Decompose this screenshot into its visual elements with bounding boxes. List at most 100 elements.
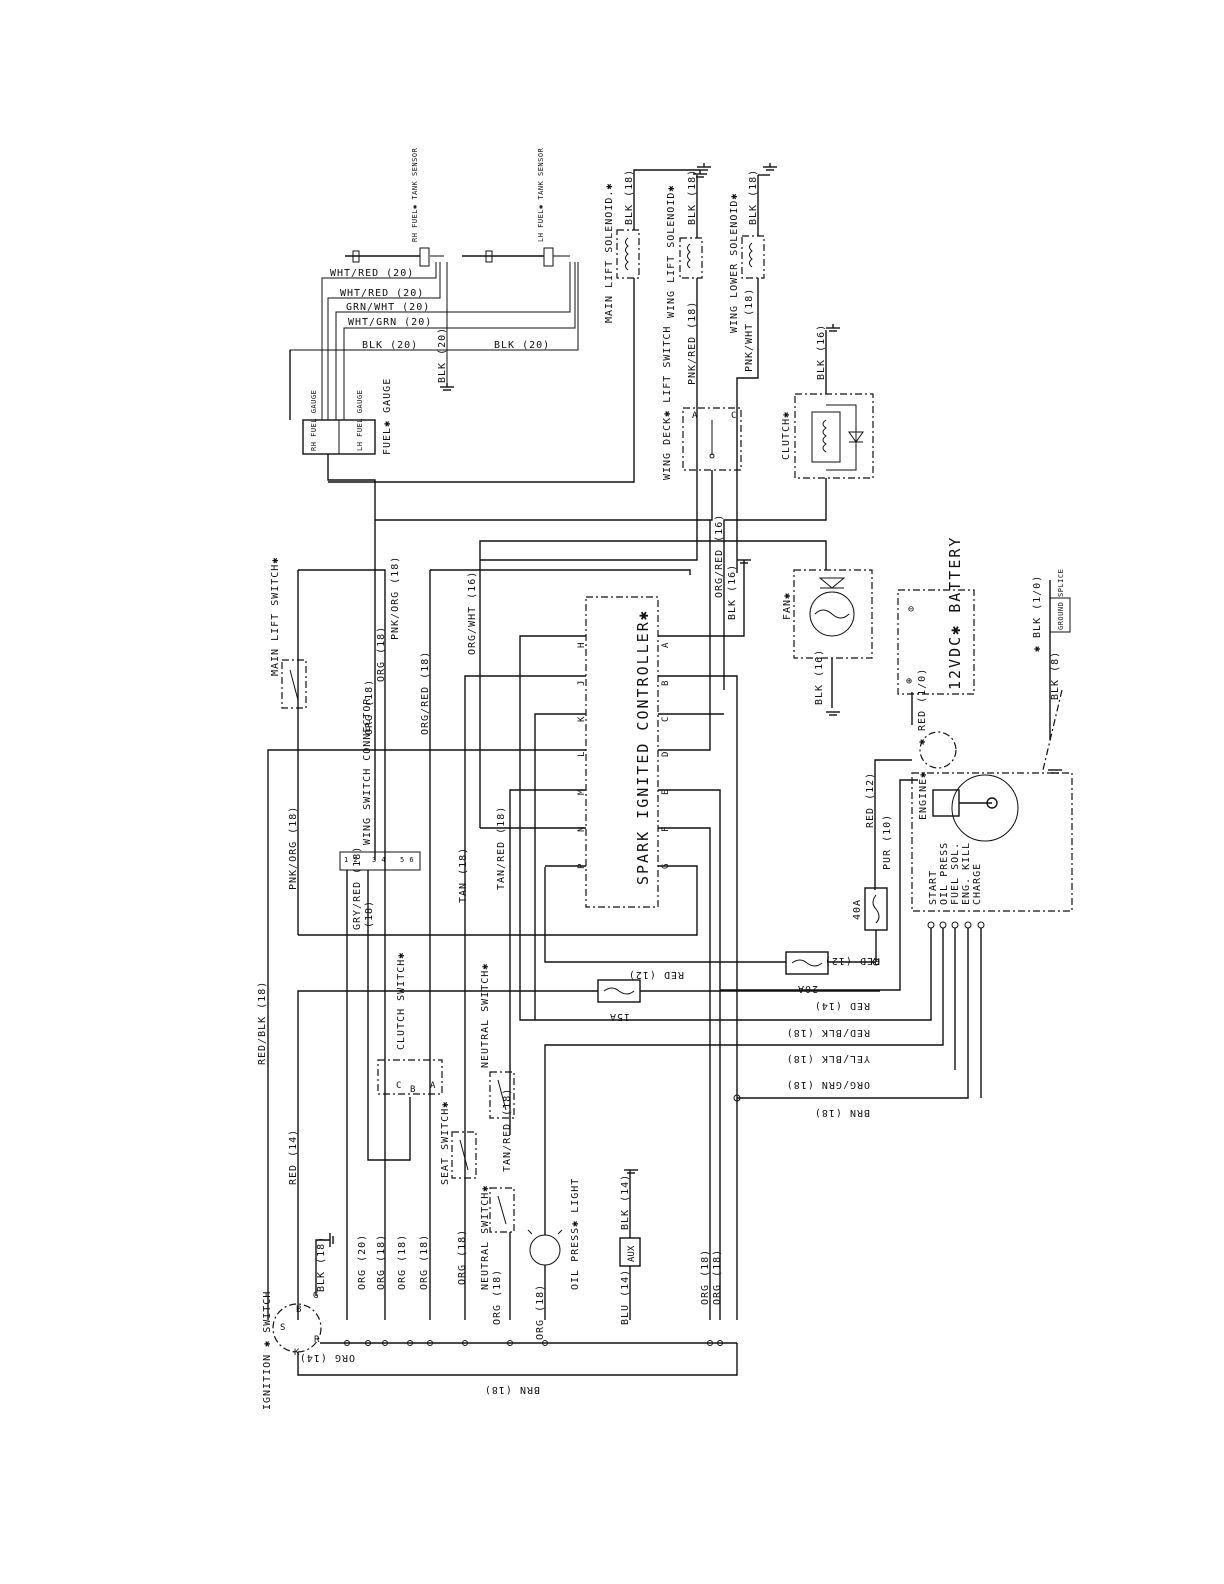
main-lift-solenoid-label: MAIN LIFT SOLENOID.✱ [604, 183, 615, 323]
pnk-wht-18-label: PNK/WHT (18) [744, 288, 755, 372]
neutral-switch-top-label: NEUTRAL SWITCH✱ [480, 963, 491, 1068]
org-20-label: ORG (20) [357, 1234, 368, 1290]
main-lift-solenoid [616, 229, 640, 279]
fan-label: FAN✱ [782, 592, 793, 620]
org-18-label-a: ORG (18) [364, 679, 375, 735]
yel-blk-18-label: YEL/BLK (18) [786, 1053, 870, 1064]
fan-section: FAN✱ BLK (16) ORG/RED (16) BLK (16) [479, 514, 873, 828]
main-lift-switch-label: MAIN LIFT SWITCH✱ [270, 557, 281, 676]
pin-f-ctrl: F [661, 827, 671, 832]
pin-c: C [731, 411, 736, 421]
pnk-red-18-label: PNK/RED (18) [687, 301, 698, 385]
red-blk-18-left: RED/BLK (18) [257, 981, 268, 1065]
rh-fuel-tank-sensor [419, 247, 430, 267]
tan-red-18-sw: TAN/RED (18) [502, 1088, 513, 1172]
main-lift-switch: MAIN LIFT SWITCH✱ [270, 557, 307, 709]
red-blk-18-bottom: RED/BLK (18) [786, 1027, 870, 1038]
org-18-ign-a: ORG (18) [376, 1234, 387, 1290]
red-12-fuse: RED (12) [824, 955, 880, 966]
lh-sensor-float [485, 250, 493, 263]
tan-18-label: TAN (18) [458, 847, 469, 903]
red-12-fuse2: RED (12) [628, 969, 684, 980]
spark-ignited-controller: SPARK IGNITED CONTROLLER✱ H J K L M N P … [267, 410, 745, 1320]
neutral-switch-bottom-label: NEUTRAL SWITCH✱ [480, 1185, 491, 1290]
blk-8-label: BLK (8) [1050, 651, 1061, 700]
seat-switch [451, 1131, 477, 1179]
wing-lower-solenoid [741, 235, 765, 279]
fuse-20a-label: 20A [797, 983, 818, 994]
left-wires: ORG/WHT (16) ORG (18) ORG (18) PNK/ORG (… [257, 556, 691, 1320]
lh-gauge-label: LH FUEL GAUGE [356, 390, 364, 451]
pin-j: J [577, 681, 587, 686]
lh-sensor-label: LH FUEL✱ TANK SENSOR [537, 147, 545, 242]
org-14-label: ORG (14) [299, 1352, 355, 1363]
wing-lift-solenoid [679, 237, 703, 279]
pin-k: K [577, 716, 587, 722]
seat-switch-label: SEAT SWITCH✱ [440, 1101, 451, 1185]
conn-pin-5: 5 6 [400, 856, 414, 864]
fuel-gauge-label: FUEL✱ GAUGE [382, 378, 393, 455]
solenoids: BLK (18) MAIN LIFT SOLENOID.✱ BLK (18) W… [328, 163, 777, 483]
pin-e-ctrl: E [661, 790, 671, 795]
blk-1-0-label: ✱ BLK (1/0) [1032, 575, 1043, 652]
blk-18-ign: BLK (18) [316, 1236, 327, 1292]
ign-term-k: K [294, 1348, 300, 1358]
org-18-oil: ORG (18) [535, 1284, 546, 1340]
pin-d-ctrl: D [661, 752, 671, 757]
wire-blk-20-b: BLK (20) [494, 340, 550, 351]
wing-deck-lift-switch-label: WING DECK✱ LIFT SWITCH [662, 326, 673, 480]
wire-grn-wht: GRN/WHT (20) [346, 302, 430, 313]
engine-label: ENGINE✱ [918, 771, 929, 820]
fuses: 40A 20A RED (12) RED (12) 15A RED (14) R… [297, 867, 888, 1320]
ign-term-s: S [280, 1323, 285, 1333]
org-grn-18-label: ORG/GRN (18) [786, 1079, 870, 1090]
ign-term-r: R [314, 1335, 320, 1345]
blk-16-fan: BLK (16) [814, 649, 825, 705]
battery-neg: ⊖ [908, 604, 915, 615]
conn-pin-1: 1 2 [344, 856, 358, 864]
pin-b-ctrl: B [661, 681, 671, 686]
pin-m: M [577, 789, 587, 795]
blk-16-ctrl: BLK (16) [727, 564, 738, 620]
clutch-section: BLK (16) CLUTCH✱ [723, 324, 874, 690]
engine-term-charge: CHARGE [972, 863, 983, 905]
ignition-switch-label: IGNITION ✱ SWITCH [262, 1291, 273, 1410]
aux-label: AUX [627, 1245, 637, 1262]
ground-splice-label: GROUND SPLICE [1057, 569, 1065, 630]
org-18-neutral: ORG (18) [457, 1229, 468, 1285]
org-18-ign-c: ORG (18) [419, 1234, 430, 1290]
wire-blk-20-a: BLK (20) [362, 340, 418, 351]
rh-sensor-label: RH FUEL✱ TANK SENSOR [411, 147, 419, 242]
brn-18-bottom: BRN (18) [484, 1384, 540, 1395]
pin-n: N [577, 827, 587, 832]
safety-switches: C B A CLUTCH SWITCH✱ NEUTRAL SWITCH✱ SEA… [377, 952, 515, 1325]
clutch-switch-label: CLUTCH SWITCH✱ [396, 952, 407, 1050]
engine-term-fuel: FUEL SOL. [950, 842, 961, 905]
org-18-label-b: ORG (18) [376, 626, 387, 682]
engine-term-kill: ENG. KILL [961, 842, 972, 905]
blk-18-main: BLK (18) [624, 169, 635, 225]
blu-14-label: BLU (14) [620, 1269, 631, 1325]
wire-wht-red-b: WHT/RED (20) [340, 288, 424, 299]
battery-section: 12VDC✱ BATTERY ⊖ ⊕ ✱ RED (1/0) ✱ BLK (1/… [897, 536, 1071, 774]
org-red-18-label: ORG/RED (18) [420, 651, 431, 735]
brn-18-right: BRN (18) [814, 1107, 870, 1118]
wing-lift-solenoid-label: WING LIFT SOLENOID✱ [666, 185, 677, 318]
wire-wht-red-a: WHT/RED (20) [330, 268, 414, 279]
pin-a: A [692, 411, 698, 421]
rh-gauge-label: RH FUEL GAUGE [310, 390, 318, 451]
blk-16-clutch: BLK (16) [816, 324, 827, 380]
gry-red-18-label: GRY/RED (18) [352, 846, 363, 930]
lh-fuel-tank-sensor [543, 247, 554, 267]
fuse-40a-label: 40A [852, 899, 863, 920]
controller-label: SPARK IGNITED CONTROLLER✱ [634, 609, 652, 885]
engine-term-start: START [928, 870, 939, 905]
red-14-left: RED (14) [288, 1129, 299, 1185]
starter-solenoid [919, 731, 957, 769]
battery-label: 12VDC✱ BATTERY [946, 536, 964, 690]
pur-10-label: PUR (10) [882, 814, 893, 870]
wing-switch-connector-label: WING SWITCH CONNECTOR [362, 698, 373, 845]
pnk-org-18-label-a: PNK/ORG (18) [390, 556, 401, 640]
neutral-switch-top [489, 1071, 515, 1119]
